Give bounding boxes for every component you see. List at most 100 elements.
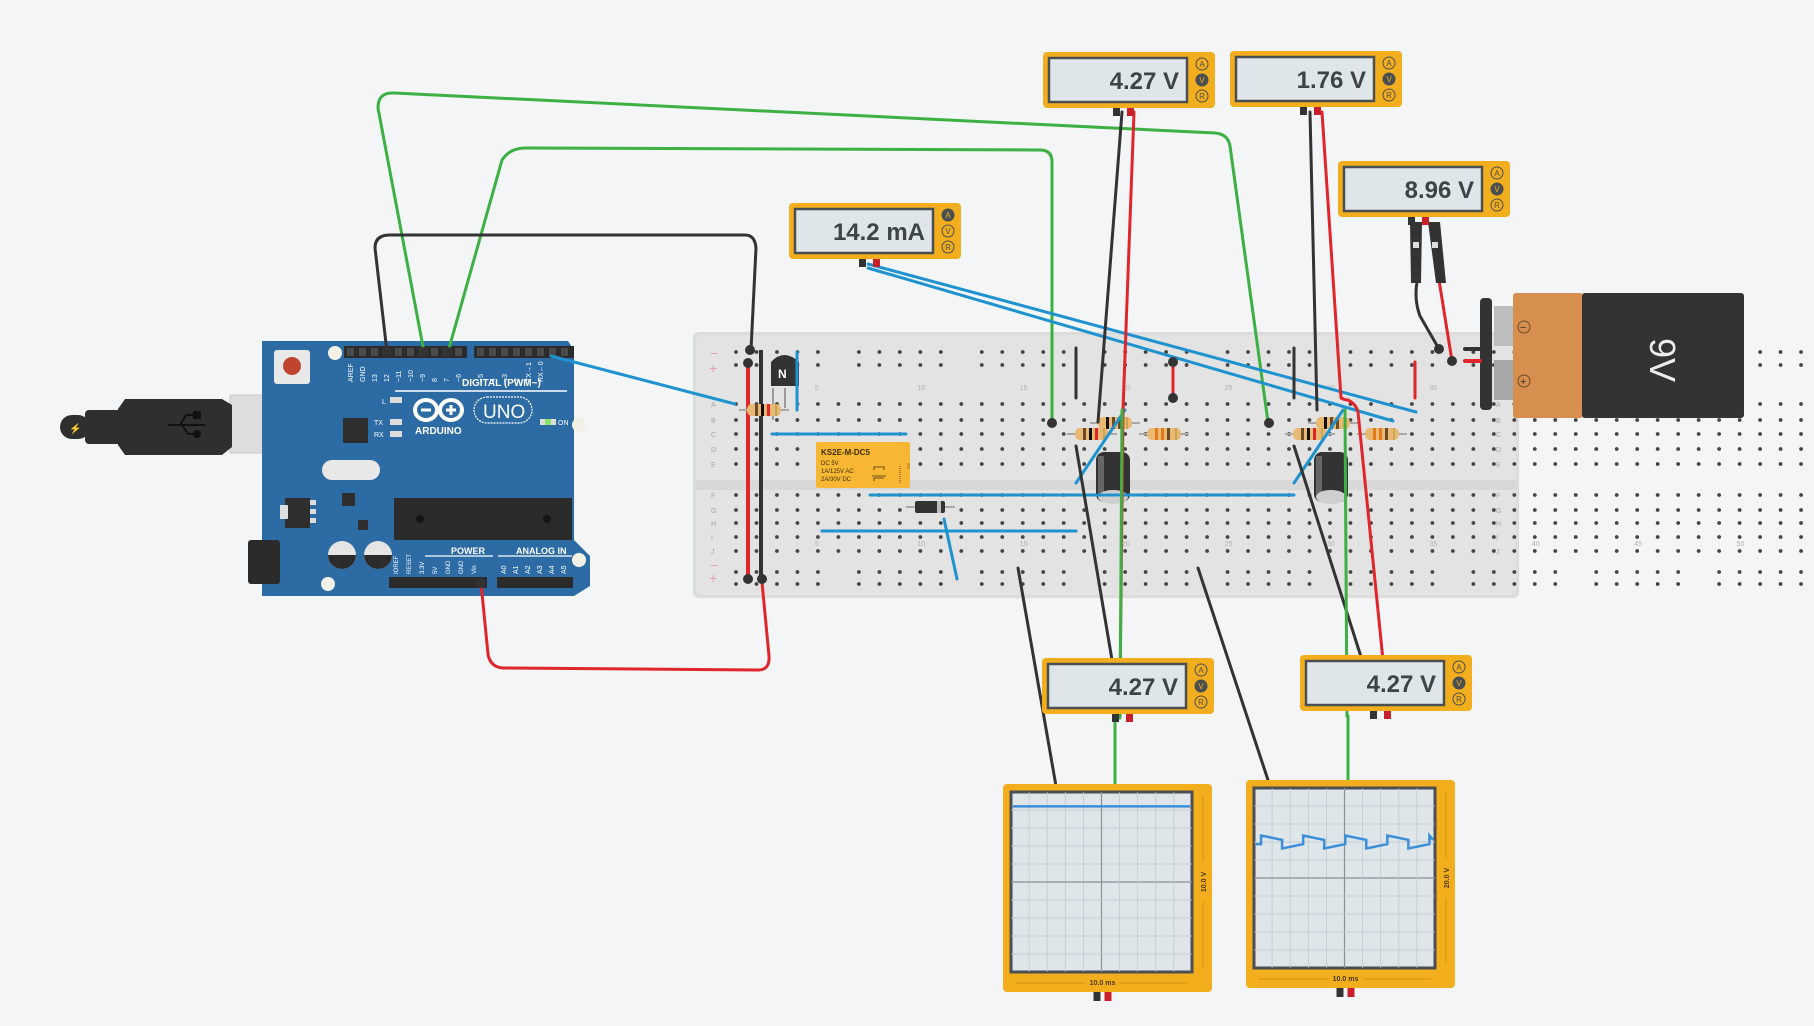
breadboard-hole[interactable] xyxy=(1717,549,1722,553)
breadboard-hole[interactable] xyxy=(1655,447,1660,451)
breadboard-hole[interactable] xyxy=(1635,418,1640,422)
mode-button-v[interactable]: V xyxy=(941,224,955,238)
rail-hole[interactable] xyxy=(1614,582,1619,586)
breadboard-hole[interactable] xyxy=(1287,402,1291,406)
rail-hole[interactable] xyxy=(1225,570,1230,574)
rail-hole[interactable] xyxy=(1778,570,1783,574)
breadboard-hole[interactable] xyxy=(816,521,820,525)
header-pin[interactable] xyxy=(359,348,366,356)
rail-hole[interactable] xyxy=(1389,582,1394,586)
breadboard-hole[interactable] xyxy=(1717,447,1722,451)
rail-hole[interactable] xyxy=(1123,582,1128,586)
rail-hole[interactable] xyxy=(1758,350,1762,354)
probe-socket-com[interactable] xyxy=(1300,107,1307,115)
rail-hole[interactable] xyxy=(856,350,861,354)
breadboard-hole[interactable] xyxy=(816,535,820,539)
breadboard-hole[interactable] xyxy=(1655,493,1660,497)
header-pin[interactable] xyxy=(549,348,556,356)
rail-hole[interactable] xyxy=(775,582,779,586)
breadboard-hole[interactable] xyxy=(1717,432,1722,436)
breadboard-hole[interactable] xyxy=(1143,402,1148,406)
breadboard-hole[interactable] xyxy=(1369,418,1373,422)
breadboard-hole[interactable] xyxy=(1676,418,1681,422)
breadboard-hole[interactable] xyxy=(856,418,861,422)
breadboard-hole[interactable] xyxy=(795,549,800,553)
rail-hole[interactable] xyxy=(1369,363,1373,367)
breadboard-hole[interactable] xyxy=(1491,432,1496,436)
breadboard-hole[interactable] xyxy=(754,493,759,497)
probe-socket-v[interactable] xyxy=(1384,711,1391,719)
header-pin[interactable] xyxy=(561,348,568,356)
breadboard-hole[interactable] xyxy=(1594,432,1599,436)
rail-hole[interactable] xyxy=(1471,363,1476,367)
rail-hole[interactable] xyxy=(734,570,738,574)
rail-hole[interactable] xyxy=(1061,363,1066,367)
breadboard-hole[interactable] xyxy=(1553,418,1558,422)
rail-hole[interactable] xyxy=(1246,350,1250,354)
breadboard-hole[interactable] xyxy=(1594,447,1599,451)
breadboard-hole[interactable] xyxy=(775,447,779,451)
breadboard-hole[interactable] xyxy=(938,432,943,436)
rail-hole[interactable] xyxy=(1758,582,1762,586)
probe-black-meter-top-left[interactable] xyxy=(1096,110,1124,424)
breadboard-hole[interactable] xyxy=(1778,418,1783,422)
mode-button-r[interactable]: R xyxy=(1194,695,1208,709)
probe-socket-v[interactable] xyxy=(1104,992,1112,1001)
breadboard-hole[interactable] xyxy=(1225,432,1230,436)
rail-hole[interactable] xyxy=(754,363,759,367)
rail-hole[interactable] xyxy=(877,570,882,574)
breadboard-hole[interactable] xyxy=(1061,535,1066,539)
breadboard-hole[interactable] xyxy=(1225,549,1230,553)
header-pin[interactable] xyxy=(477,348,484,356)
alligator-clips[interactable] xyxy=(1410,222,1446,283)
breadboard-hole[interactable] xyxy=(1000,535,1005,539)
mode-button-v[interactable]: V xyxy=(1382,72,1396,86)
breadboard-hole[interactable] xyxy=(1164,535,1169,539)
breadboard-hole[interactable] xyxy=(1246,521,1250,525)
rail-hole[interactable] xyxy=(1348,350,1353,354)
breadboard-hole[interactable] xyxy=(1430,462,1435,466)
breadboard-hole[interactable] xyxy=(1410,535,1414,539)
rail-hole[interactable] xyxy=(1041,350,1046,354)
probe-socket-v[interactable] xyxy=(1126,714,1133,722)
rail-hole[interactable] xyxy=(1143,582,1148,586)
breadboard-hole[interactable] xyxy=(1553,535,1558,539)
rail-hole[interactable] xyxy=(1266,582,1271,586)
rail-hole[interactable] xyxy=(1246,570,1250,574)
analog-header[interactable] xyxy=(497,577,573,588)
rail-hole[interactable] xyxy=(1061,582,1066,586)
breadboard-hole[interactable] xyxy=(1082,447,1087,451)
probe-red-meter-top-right[interactable] xyxy=(1320,110,1388,692)
breadboard-hole[interactable] xyxy=(1553,447,1558,451)
breadboard-hole[interactable] xyxy=(1143,462,1148,466)
breadboard-hole[interactable] xyxy=(1430,535,1435,539)
probe-socket-com[interactable] xyxy=(859,259,866,267)
breadboard-hole[interactable] xyxy=(836,402,841,406)
breadboard-hole[interactable] xyxy=(959,402,964,406)
rail-hole[interactable] xyxy=(1307,363,1312,367)
breadboard-hole[interactable] xyxy=(1737,493,1742,497)
breadboard-hole[interactable] xyxy=(1450,447,1455,451)
breadboard-hole[interactable] xyxy=(1430,508,1435,512)
breadboard-hole[interactable] xyxy=(1410,432,1414,436)
breadboard-hole[interactable] xyxy=(1573,521,1578,525)
breadboard-hole[interactable] xyxy=(1328,521,1332,525)
rail-hole[interactable] xyxy=(1799,350,1803,354)
breadboard-hole[interactable] xyxy=(1246,535,1250,539)
rail-hole[interactable] xyxy=(897,363,902,367)
breadboard-hole[interactable] xyxy=(1758,402,1762,406)
breadboard-hole[interactable] xyxy=(836,549,841,553)
breadboard-hole[interactable] xyxy=(877,402,882,406)
breadboard-hole[interactable] xyxy=(1737,521,1742,525)
breadboard-hole[interactable] xyxy=(1348,521,1353,525)
breadboard-hole[interactable] xyxy=(1696,418,1701,422)
mode-button-v[interactable]: V xyxy=(1452,676,1466,690)
breadboard-hole[interactable] xyxy=(1430,418,1435,422)
breadboard-hole[interactable] xyxy=(1799,418,1803,422)
breadboard-hole[interactable] xyxy=(734,508,738,512)
breadboard-hole[interactable] xyxy=(938,521,943,525)
breadboard-hole[interactable] xyxy=(918,521,923,525)
breadboard-hole[interactable] xyxy=(1758,508,1762,512)
rail-hole[interactable] xyxy=(1287,363,1291,367)
breadboard-hole[interactable] xyxy=(1717,462,1722,466)
